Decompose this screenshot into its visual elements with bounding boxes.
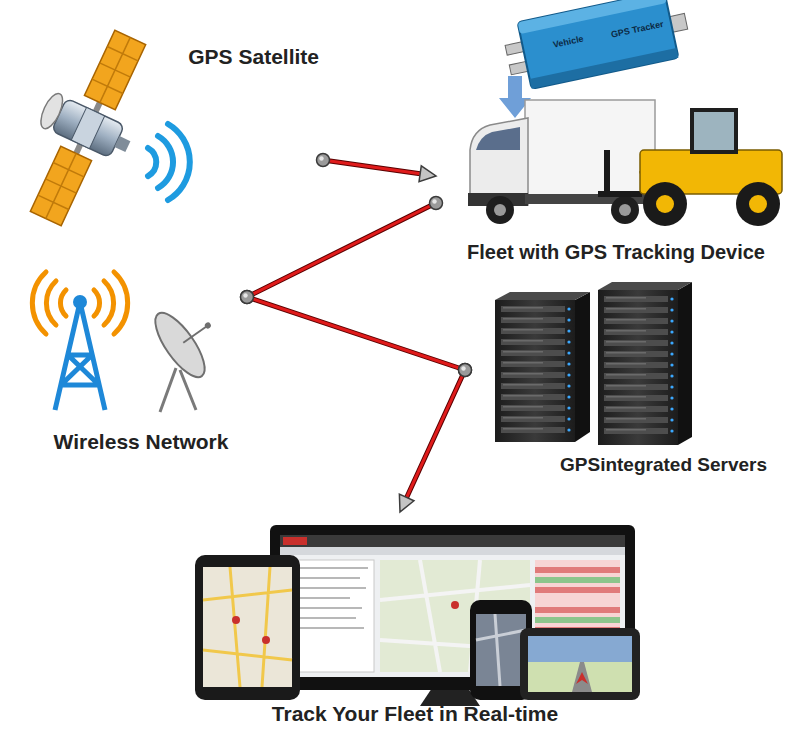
joint-dot [317, 154, 330, 167]
joint-dot [459, 364, 472, 377]
node-label: GPSintegrated Servers [560, 454, 767, 476]
node-label: Track Your Fleet in Real-time [272, 702, 558, 726]
node-label: Fleet with GPS Tracking Device [467, 241, 765, 264]
connector-edge [247, 297, 465, 370]
fleet-group: Fleet with GPS Tracking Device [436, 90, 796, 268]
joint-dot [241, 291, 254, 304]
joint-shine [319, 156, 323, 160]
joint-shine [432, 199, 436, 203]
connector-ends [399, 364, 471, 513]
tracker-device [501, 0, 693, 92]
connector-ends [241, 197, 443, 304]
node-label: Wireless Network [54, 430, 229, 454]
arrow-head [399, 494, 414, 512]
dish-icon [147, 293, 232, 412]
connector [241, 197, 443, 304]
connector-line [247, 203, 436, 297]
text-stack: Track Your Fleet in Real-time [272, 702, 558, 726]
arrow-head [419, 166, 436, 182]
connector-ends [241, 291, 472, 377]
satellite-icon [2, 17, 170, 237]
tower-waves [32, 272, 127, 334]
tracking-screens-group: Track Your Fleet in Real-time [190, 512, 640, 728]
text-stack: Fleet with GPS Tracking Device [467, 241, 765, 264]
connector [399, 364, 471, 513]
connector [241, 291, 472, 377]
node-label: GPS Satellite [188, 45, 319, 69]
server-rack [495, 282, 692, 445]
signal-waves [148, 124, 190, 200]
tablet-icon [195, 555, 300, 700]
connector-edge [247, 203, 436, 297]
tower-tip [73, 295, 87, 309]
gps-navigator-icon [520, 628, 640, 700]
joint-shine [461, 366, 465, 370]
text-stack: Wireless Network [54, 430, 229, 454]
monitor-icon [270, 525, 635, 706]
joint-dot [459, 364, 472, 377]
joint-shine [243, 293, 247, 297]
connector-line [247, 297, 465, 370]
connector-ends [317, 154, 437, 182]
connector [317, 154, 437, 182]
joint-shine [461, 366, 465, 370]
joint-dot [241, 291, 254, 304]
tower-icon [55, 302, 105, 410]
connector-edge [407, 370, 465, 497]
joint-shine [243, 293, 247, 297]
truck-icon [468, 100, 655, 224]
wireless-group: Wireless Network [35, 278, 247, 458]
joint-dot [430, 197, 443, 210]
server-group: GPSintegrated Servers [465, 285, 775, 480]
connector-edge [323, 160, 420, 174]
connector-line [323, 160, 420, 174]
text-stack: GPS Satellite [188, 45, 319, 69]
loader-icon [598, 110, 782, 226]
text-stack: GPSintegrated Servers [560, 454, 767, 476]
connector-line [407, 370, 465, 497]
satellite-group: GPS Satellite [5, 35, 323, 225]
